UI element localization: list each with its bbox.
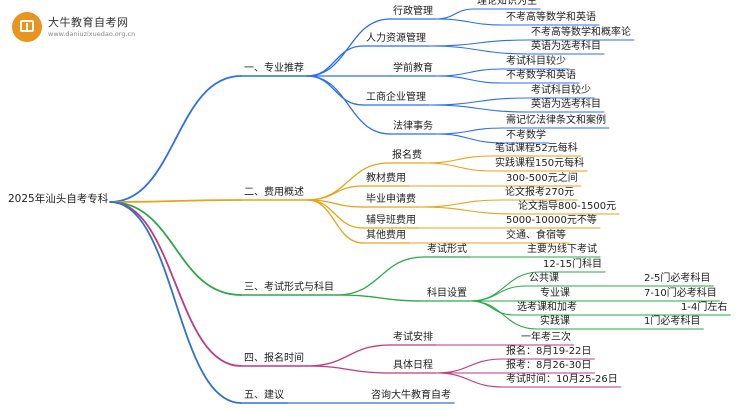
branch-2-2-link: [306, 185, 364, 201]
branch-2-3-2-link: [418, 206, 516, 215]
branch-2-3-1: 论文报考270元: [505, 187, 575, 198]
branch-2-link: [109, 199, 242, 203]
book-logo-icon: [12, 12, 42, 42]
branch-4-1-1: 一年考三次: [521, 332, 571, 343]
branch-1-2: 人力资源管理: [366, 33, 426, 44]
branch-3-1: 考试形式: [427, 244, 467, 255]
branch-1-2-2-link: [428, 45, 529, 55]
branch-4-2-3-link: [435, 372, 504, 388]
branch-5-link: [109, 201, 242, 404]
branch-2-3-1-link: [418, 199, 503, 208]
branch-2-4: 辅导班费用: [366, 215, 416, 226]
branch-1: 一、专业推荐: [244, 63, 304, 74]
branch-1-2-link: [306, 45, 364, 77]
branch-1-5-1-link: [435, 127, 504, 135]
branch-2-1-1-link: [424, 155, 493, 164]
branch-1-4-2: 英语为选考科目: [531, 99, 601, 110]
logo: 大牛教育自考网 www.daniuzixuedao.org.cn: [8, 10, 158, 50]
branch-2: 二、费用概述: [244, 187, 304, 198]
branch-2-3-2: 论文指导800-1500元: [518, 201, 617, 212]
branch-3-2-4-1: 1-4门左右: [681, 302, 728, 313]
branch-4: 四、报名时间: [244, 353, 304, 364]
branch-1-3-2-link: [435, 75, 504, 84]
branch-3-link: [109, 201, 242, 296]
branch-4-2-1-link: [435, 358, 504, 374]
branch-1-2-1: 不考高等数学和概率论: [531, 27, 631, 38]
branch-1-4: 工商企业管理: [366, 92, 426, 103]
branch-1-3-1-link: [435, 68, 504, 77]
branch-3-2-5: 实践课: [540, 316, 570, 327]
branch-1-4-1-link: [428, 97, 529, 106]
branch-1-5-2-link: [435, 133, 504, 144]
branch-1-1-1: 理论知识为主: [477, 0, 537, 7]
branch-3-2-1: 12-15门科目: [543, 259, 603, 270]
branch-1-5-1: 需记忆法律条文和案例: [506, 115, 606, 126]
branch-2-4-1: 5000-10000元不等: [506, 215, 597, 226]
branch-5: 五、建议: [244, 390, 284, 401]
branch-3-2-5-1: 1门必考科目: [644, 316, 701, 327]
branch-3-2-2: 公共课: [529, 273, 559, 284]
branch-3-2-4-link: [469, 300, 515, 316]
branch-4-2-1: 报名：8月19-22日: [506, 346, 592, 357]
branch-1-3-1: 考试科目较少: [506, 56, 566, 67]
branch-3: 三、考试形式与科目: [244, 282, 334, 293]
branch-3-2-5-link: [469, 300, 538, 330]
branch-2-5-link: [306, 199, 364, 244]
branch-1-2-2: 英语为选考科目: [531, 41, 601, 52]
branch-3-2: 科目设置: [427, 288, 467, 299]
branch-3-2-2-1: 2-5门必考科目: [644, 273, 711, 284]
branch-3-2-link: [336, 294, 425, 302]
branch-1-4-1: 考试科目较少: [531, 85, 591, 96]
branch-2-5-1: 交通、食宿等: [506, 230, 566, 241]
branch-4-2-2: 报考：8月26-30日: [506, 360, 592, 371]
branch-1-3-2: 不考数学和英语: [506, 70, 576, 81]
branch-1-link: [109, 75, 242, 203]
branch-1-1: 行政管理: [393, 6, 433, 17]
branch-5-1: 咨询大牛教育自考: [371, 390, 451, 401]
branch-4-1-link: [306, 344, 391, 367]
branch-3-2-3: 专业课: [540, 288, 570, 299]
branch-1-5-2: 不考数学: [506, 130, 546, 141]
root-topic: 2025年汕头自考专科: [8, 192, 109, 205]
logo-url: www.daniuzixuedao.org.cn: [48, 30, 136, 38]
branch-3-2-2-link: [469, 285, 527, 302]
branch-2-2: 教材费用: [366, 173, 406, 184]
branch-3-2-4: 选考课和加考: [517, 302, 577, 313]
branch-4-2-3: 考试时间：10月25-26日: [506, 374, 618, 385]
branch-3-2-3-1: 7-10门必考科目: [644, 288, 717, 299]
branch-3-1-link: [336, 256, 425, 296]
branch-4-link: [109, 201, 242, 367]
branch-1-1-link: [306, 18, 391, 77]
branch-1-1-2: 不考高等数学和英语: [506, 12, 596, 23]
branch-2-3: 毕业申请费: [366, 194, 416, 205]
branch-3-1-1: 主要为线下考试: [527, 244, 597, 255]
branch-2-4-link: [306, 199, 364, 229]
logo-name: 大牛教育自考网: [48, 16, 129, 29]
branch-2-1-1: 笔试课程52元每科: [495, 143, 578, 154]
branch-1-4-link: [306, 75, 364, 106]
branch-1-1-1-link: [435, 8, 475, 20]
branch-1-1-2-link: [435, 18, 504, 26]
branch-1-2-1-link: [428, 39, 529, 47]
branch-1-5-link: [306, 75, 391, 135]
branch-2-1: 报名费: [392, 150, 422, 161]
branch-4-2-link: [306, 365, 391, 374]
branch-1-3: 学前教育: [393, 63, 433, 74]
branch-4-1: 考试安排: [393, 332, 433, 343]
branch-2-5: 其他费用: [366, 230, 406, 241]
branch-2-2-1: 300-500元之间: [506, 173, 578, 184]
branch-1-4-2-link: [428, 104, 529, 113]
branch-1-5: 法律事务: [393, 121, 433, 132]
branch-2-1-2-link: [424, 162, 493, 172]
branch-2-1-2: 实践课程150元每科: [495, 158, 585, 169]
branch-4-2: 具体日程: [393, 360, 433, 371]
